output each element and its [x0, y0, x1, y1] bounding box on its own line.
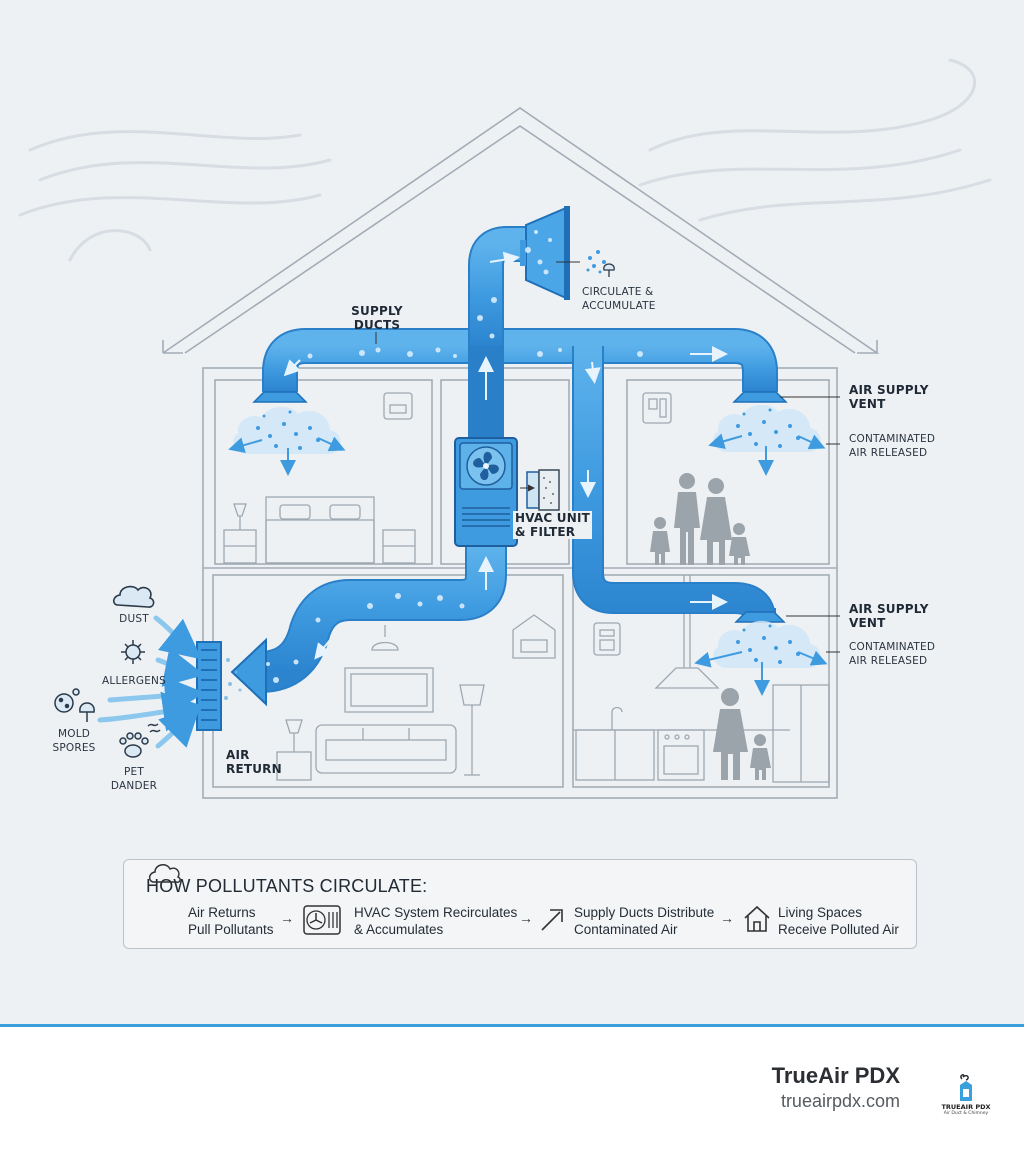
air-return-grille — [196, 641, 222, 731]
footer-bar: TrueAir PDX trueairpdx.com TRUEAIR PDX A… — [0, 1024, 1024, 1154]
bedroom-furniture — [223, 392, 416, 564]
house-outline — [162, 107, 880, 799]
brand-logo: TRUEAIR PDX Air Duct & Chimney — [936, 1073, 996, 1123]
brand-name: TrueAir PDX — [771, 1063, 900, 1088]
legend-separator-2: → — [519, 910, 533, 926]
dust-label: DUST — [119, 613, 149, 625]
allergens-label: ALLERGENS — [102, 675, 166, 687]
living-room-furniture — [276, 614, 556, 781]
hvac-fan-icon — [303, 905, 341, 935]
cloud-icon — [148, 864, 181, 883]
house-duct-diagram — [18, 58, 992, 799]
legend-separator-3: → — [720, 910, 734, 926]
logo-name: TRUEAIR PDX — [941, 1103, 991, 1111]
chimney-logo-icon — [960, 1074, 972, 1101]
mold-spores-icon — [54, 688, 95, 722]
circulate-icon — [556, 250, 615, 277]
kitchen-furniture — [573, 575, 830, 783]
diagonal-arrow-icon — [541, 909, 563, 931]
legend-title: HOW POLLUTANTS CIRCULATE: — [146, 876, 428, 896]
leader-lines — [375, 332, 840, 653]
wind-swirls-decoration — [18, 58, 992, 262]
legend-step-hvac: HVAC System Recirculates& Accumulates — [354, 905, 518, 937]
dust-icon — [112, 585, 155, 608]
house-icon — [744, 905, 770, 932]
circulate-label: CIRCULATE &ACCUMULATE — [582, 286, 656, 312]
family-silhouettes — [650, 473, 771, 780]
intake-arrows — [97, 615, 205, 749]
contaminated-air-cloud-bedroom — [228, 406, 346, 476]
contaminated-air-cloud-upper-right — [708, 404, 826, 476]
pet-dander-icon — [119, 723, 161, 758]
contaminated-air-cloud-kitchen — [694, 620, 828, 696]
legend-separator-1: → — [280, 910, 294, 926]
hvac-unit — [454, 437, 560, 547]
upper-right-room-icons — [642, 392, 672, 424]
brand-url[interactable]: trueairpdx.com — [780, 1091, 900, 1111]
hvac-unit-label: HVAC UNIT& FILTER — [513, 511, 593, 539]
logo-tagline: Air Duct & Chimney — [943, 1111, 989, 1116]
allergens-icon — [121, 640, 145, 664]
